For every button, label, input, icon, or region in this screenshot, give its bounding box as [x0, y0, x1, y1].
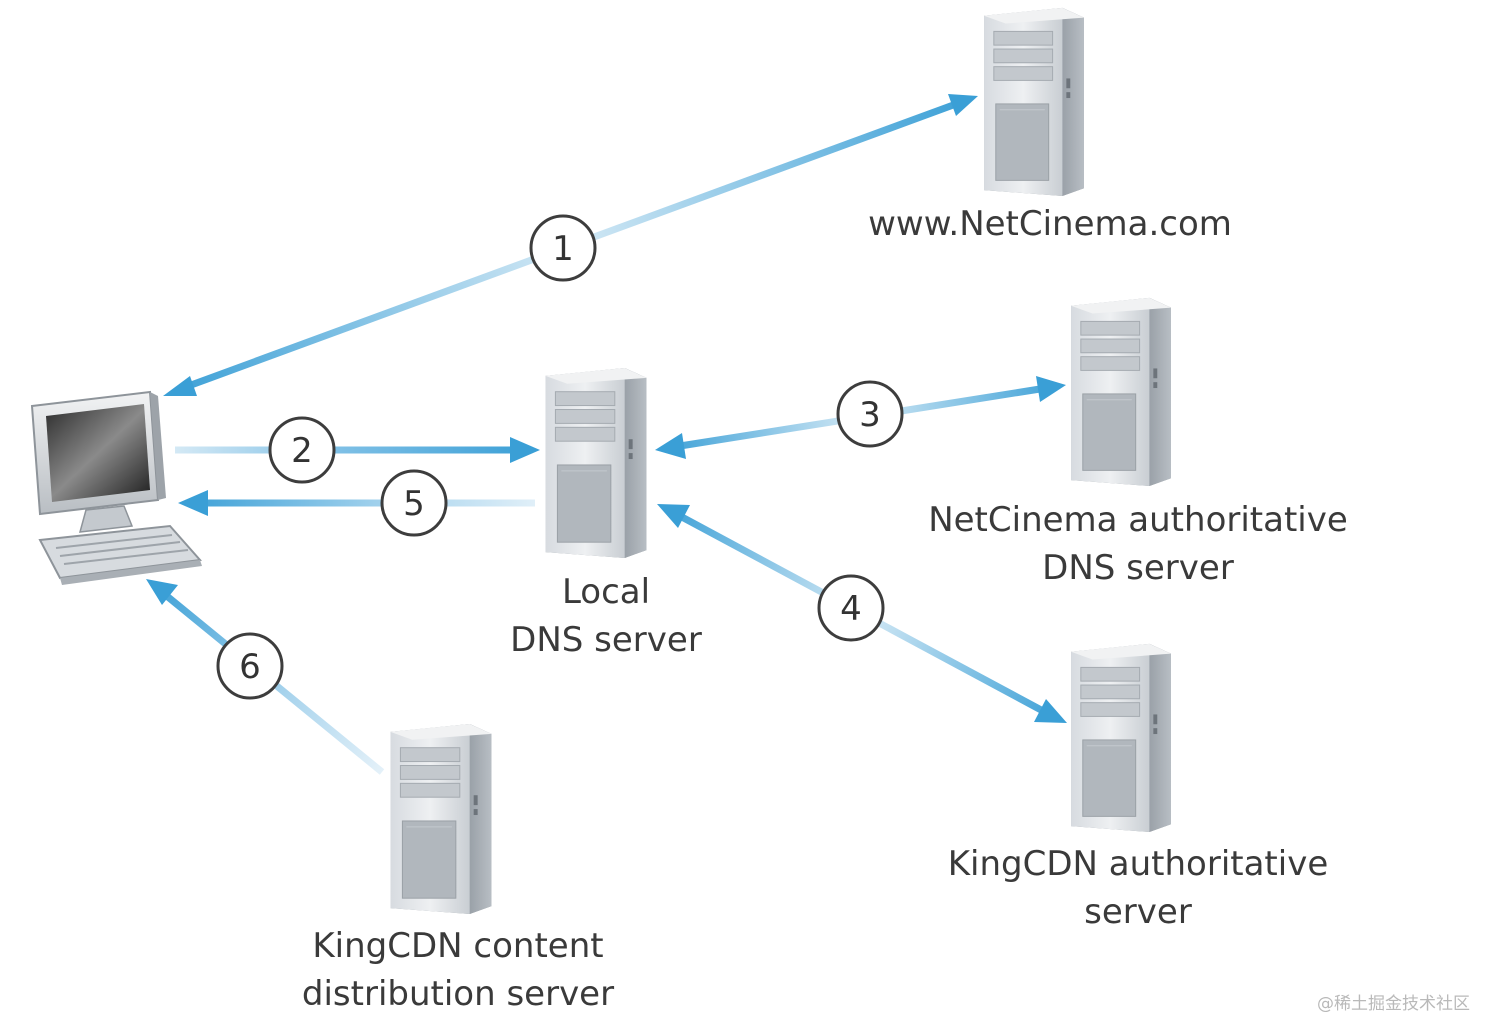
- client-computer-icon: [30, 390, 202, 585]
- svg-text:5: 5: [403, 484, 425, 524]
- kingcdn-auth-label-line-2: server: [1084, 892, 1192, 932]
- netcinema-label: www.NetCinema.com: [830, 200, 1270, 248]
- kingcdn-auth-server-icon: [1070, 643, 1172, 833]
- step-badge-2: 2: [268, 416, 336, 484]
- arrow-step-5: [178, 490, 535, 516]
- local-dns-server-icon: [545, 367, 647, 559]
- kingcdn-content-label-line-1: KingCDN content: [312, 926, 604, 966]
- kingcdn-content-label: KingCDN content distribution server: [250, 922, 666, 1018]
- kingcdn-auth-label-line-1: KingCDN authoritative: [947, 844, 1329, 884]
- svg-text:6: 6: [239, 647, 261, 687]
- step-badge-3: 3: [836, 380, 904, 448]
- svg-text:3: 3: [859, 395, 881, 435]
- local-dns-label-line-2: DNS server: [510, 620, 702, 660]
- netcinema-auth-dns-server-icon: [1070, 297, 1172, 487]
- kingcdn-auth-label: KingCDN authoritative server: [908, 840, 1368, 936]
- svg-text:1: 1: [552, 229, 574, 269]
- netcinema-server-icon: [983, 7, 1085, 197]
- arrow-step-2: [175, 437, 540, 463]
- netcinema-label-line-1: www.NetCinema.com: [868, 204, 1232, 244]
- local-dns-label-line-1: Local: [561, 572, 651, 612]
- netcinema-auth-dns-label-line-2: DNS server: [1042, 548, 1234, 588]
- step-badge-1: 1: [529, 214, 597, 282]
- netcinema-auth-dns-label: NetCinema authoritative DNS server: [888, 496, 1388, 592]
- svg-text:2: 2: [291, 431, 313, 471]
- watermark: @稀土掘金技术社区: [1317, 994, 1470, 1014]
- step-badge-4: 4: [817, 574, 885, 642]
- svg-text:4: 4: [840, 589, 862, 629]
- step-badge-6: 6: [216, 632, 284, 700]
- kingcdn-content-label-line-2: distribution server: [301, 974, 615, 1014]
- step-badge-5: 5: [380, 469, 448, 537]
- local-dns-label: Local DNS server: [470, 568, 742, 664]
- netcinema-auth-dns-label-line-1: NetCinema authoritative: [928, 500, 1348, 540]
- kingcdn-content-server-icon: [390, 723, 492, 915]
